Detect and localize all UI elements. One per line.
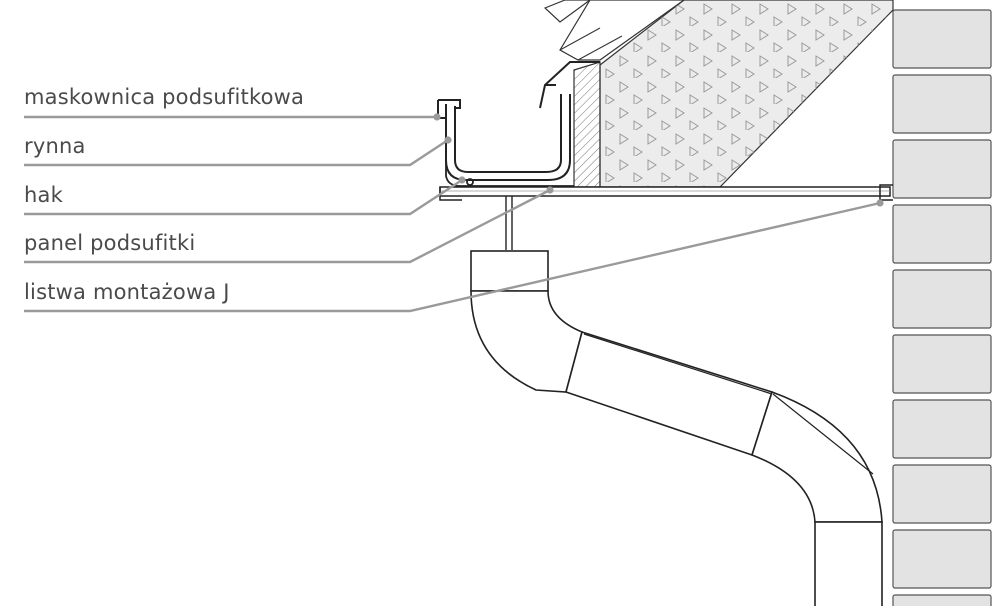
label-hook: hak bbox=[24, 183, 63, 207]
brick-wall bbox=[892, 9, 992, 611]
soffit-panel bbox=[439, 186, 891, 201]
downpipe bbox=[470, 250, 883, 611]
label-masking: maskownica podsufitkowa bbox=[24, 85, 305, 109]
leader-dots bbox=[433, 113, 884, 207]
label-gutter: rynna bbox=[24, 134, 86, 158]
label-soffit: panel podsufitki bbox=[24, 231, 196, 255]
gutter bbox=[437, 94, 571, 181]
label-jstrip: listwa montażowa J bbox=[24, 280, 230, 304]
roof-insulation bbox=[539, 0, 894, 188]
downpipe-shading bbox=[583, 333, 874, 475]
leader-jstrip bbox=[24, 201, 881, 313]
leader-soffit bbox=[24, 188, 551, 264]
j-strip bbox=[879, 184, 893, 201]
leader-lines bbox=[24, 115, 881, 313]
leader-gutter bbox=[24, 138, 449, 167]
hook bbox=[445, 135, 574, 187]
outlet-connector bbox=[505, 196, 513, 250]
leader-hook bbox=[24, 178, 463, 216]
